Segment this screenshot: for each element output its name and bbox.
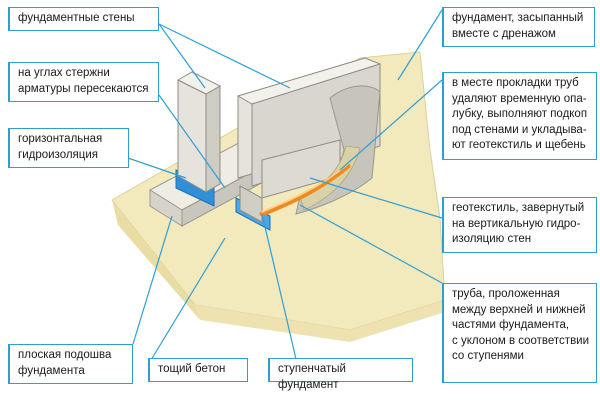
- leader-backfilled: [397, 9, 443, 81]
- leader-foundation-walls-2: [158, 23, 291, 89]
- label-backfilled-foundation: фундамент, засыпанный вместе с дренажом: [442, 7, 595, 47]
- label-foundation-walls: фундаментные стены: [8, 7, 159, 31]
- leader-horizontal-waterproofing: [127, 157, 187, 179]
- ground-front-face: [112, 200, 200, 320]
- leader-flat-sole: [132, 215, 173, 345]
- left-wall-side: [205, 85, 221, 193]
- drainage-pipe-highlight: [261, 163, 349, 213]
- leader-rebar-corners: [158, 94, 226, 189]
- left-wall-top: [176, 71, 222, 95]
- label-stepped-foundation: ступенчатый фундамент: [268, 358, 413, 391]
- drainage-pipe: [259, 163, 351, 217]
- leader-lean-concrete: [147, 237, 226, 366]
- step-block-1: [239, 185, 263, 223]
- label-rebar-corners: на углах стержни арматуры пересекаются: [8, 62, 159, 102]
- leader-geotextile: [309, 177, 443, 219]
- label-flat-sole: плоская подошва фундамента: [8, 344, 133, 384]
- label-horizontal-waterproofing: горизонтальная гидроизоляция: [8, 128, 129, 168]
- leader-pipe: [299, 204, 443, 284]
- label-pipe: труба, проложенная между верхней и нижне…: [442, 283, 597, 383]
- left-wall-face: [177, 79, 207, 193]
- label-geotextile: геотекстиль, завернутый на вертикальную …: [442, 197, 597, 253]
- ground-slope-face: [195, 300, 445, 342]
- leader-lines: [127, 9, 443, 366]
- leader-foundation-walls-1: [158, 23, 206, 89]
- leader-stepped-foundation: [261, 213, 297, 360]
- leader-pipe-laying: [339, 79, 443, 171]
- label-pipe-laying: в месте прокладки труб удаляют временную…: [442, 72, 597, 160]
- label-lean-concrete: тощий бетон: [148, 358, 248, 382]
